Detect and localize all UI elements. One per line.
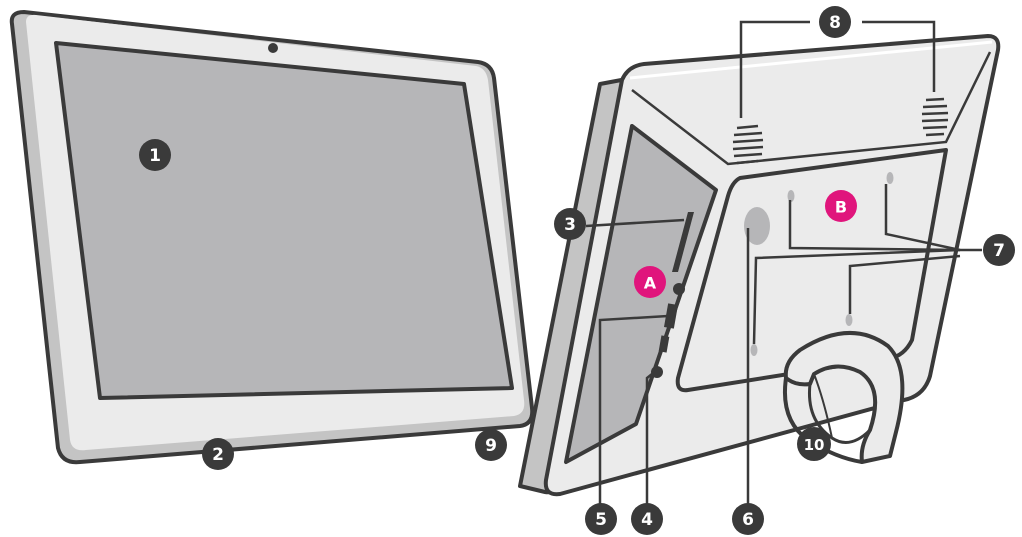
memory-card-slot (672, 212, 694, 272)
mount-hole-3 (750, 344, 758, 356)
leader-7a (788, 200, 982, 252)
mount-hole-1 (787, 190, 795, 202)
dc-port (651, 366, 663, 378)
speaker-grille-left (732, 124, 764, 165)
section-marker-b: B (825, 190, 857, 222)
callout-6: 6 (732, 503, 764, 535)
callout-1: 1 (139, 139, 171, 171)
section-marker-a: A (634, 266, 666, 298)
callout-3: 3 (554, 208, 586, 240)
callout-5: 5 (585, 503, 617, 535)
svg-text:6: 6 (742, 510, 754, 530)
speaker-grille-right (921, 97, 949, 137)
svg-text:10: 10 (804, 436, 825, 454)
audio-port (673, 283, 685, 295)
svg-text:B: B (835, 198, 847, 217)
callout-8: 8 (819, 6, 851, 38)
svg-text:9: 9 (485, 436, 497, 456)
svg-text:1: 1 (149, 146, 161, 166)
leader-7b (884, 184, 961, 252)
svg-text:4: 4 (641, 510, 653, 530)
svg-text:A: A (644, 274, 657, 293)
callout-10: 10 (797, 427, 831, 461)
svg-text:5: 5 (595, 510, 607, 530)
screen (54, 41, 514, 400)
svg-text:8: 8 (829, 13, 841, 33)
mini-usb-port (658, 335, 670, 353)
back-view (518, 34, 1001, 497)
mount-hole-4 (845, 314, 853, 326)
usb-port (663, 303, 679, 329)
callout-9: 9 (475, 429, 507, 461)
svg-text:3: 3 (564, 215, 576, 235)
leader-5 (598, 314, 669, 518)
back-plate (675, 148, 948, 393)
callout-7: 7 (983, 234, 1015, 266)
camera-icon (268, 43, 278, 53)
leader-7d (848, 254, 961, 314)
svg-text:2: 2 (212, 445, 224, 465)
callout-4: 4 (631, 503, 663, 535)
leader-4 (645, 373, 653, 518)
leader-8b (862, 20, 936, 92)
mount-hole-2 (886, 172, 894, 184)
leader-8a (739, 20, 810, 118)
leader-lines (585, 20, 982, 518)
callout-2: 2 (202, 438, 234, 470)
shell-crease (631, 51, 992, 166)
leader-7c (752, 248, 961, 345)
front-view (9, 10, 535, 465)
leader-3 (585, 218, 685, 228)
power-button (744, 207, 770, 245)
svg-text:7: 7 (993, 241, 1005, 261)
rim-highlight (629, 40, 993, 80)
